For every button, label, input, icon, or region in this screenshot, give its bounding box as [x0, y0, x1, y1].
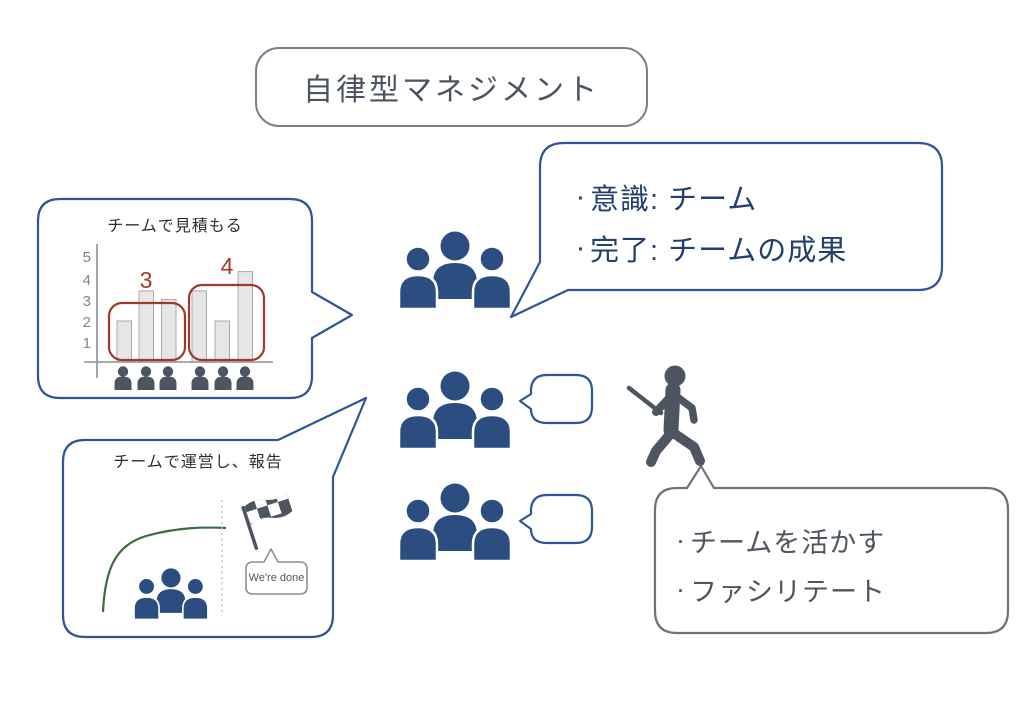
awareness-bubble-outline — [509, 141, 944, 319]
burnup-figure — [101, 490, 308, 621]
team3-empty-bubble — [518, 493, 594, 545]
awareness-item-2: · 完了: チームの成果 — [572, 227, 847, 269]
title-box: 自律型マネジメント — [255, 47, 648, 127]
facilitator-item-1: · チームを活かす — [672, 521, 885, 560]
estimate-bar-chart: 5 4 3 2 1 — [83, 244, 273, 390]
chart-ytick: 2 — [83, 314, 91, 331]
chart-ytick: 4 — [83, 272, 91, 289]
facilitator-back-arm — [672, 392, 698, 424]
team2-group-icon — [397, 370, 513, 451]
chart-bar — [138, 290, 154, 363]
report-bubble-title: チームで運営し、報告 — [113, 454, 283, 471]
bullet-dot: · — [575, 231, 587, 264]
estimate-group-label-1: 3 — [139, 267, 153, 293]
chart-ytick-labels: 5 4 3 2 1 — [83, 249, 91, 352]
chart-ytick: 1 — [83, 335, 91, 352]
chart-ytick: 3 — [83, 293, 91, 310]
team2-empty-bubble — [518, 373, 594, 425]
facilitator-bubble-outline — [653, 464, 1010, 635]
facilitator-head — [664, 365, 686, 387]
team3-group-icon — [397, 482, 513, 563]
chart-bar — [116, 320, 132, 363]
estimate-group-box-1 — [107, 301, 187, 362]
chart-bar — [214, 320, 230, 363]
estimate-bubble-title: チームで見積もる — [107, 218, 243, 235]
facilitator-icon — [626, 365, 705, 467]
awareness-item-1: · 意識: チーム — [572, 176, 757, 218]
facilitator-item-2: · ファシリテート — [672, 570, 886, 609]
chart-ytick: 5 — [83, 249, 91, 266]
done-bubble-outline — [245, 548, 308, 595]
facilitator-item-2-text: ファシリテート — [690, 577, 886, 607]
awareness-item-2-text: 完了: チームの成果 — [590, 235, 848, 267]
bullet-dot: · — [676, 574, 686, 604]
chart-bar — [191, 290, 207, 363]
page-title: 自律型マネジメント — [303, 74, 600, 107]
bullet-dot: · — [676, 525, 686, 555]
report-bubble-outline — [61, 396, 368, 639]
burnup-curve — [101, 526, 227, 613]
chart-bar — [161, 299, 177, 363]
awareness-item-1-text: 意識: チーム — [590, 184, 758, 216]
bullet-dot: · — [575, 180, 587, 213]
facilitator-baton — [626, 385, 664, 416]
facilitator-back-leg — [646, 427, 677, 467]
estimate-group-box-2 — [187, 283, 266, 362]
done-label: We're done — [248, 572, 305, 584]
facilitator-front-leg — [667, 427, 705, 466]
team1-group-icon — [397, 230, 513, 311]
estimate-group-label-2: 4 — [220, 253, 234, 279]
facilitator-item-1-text: チームを活かす — [690, 528, 886, 558]
